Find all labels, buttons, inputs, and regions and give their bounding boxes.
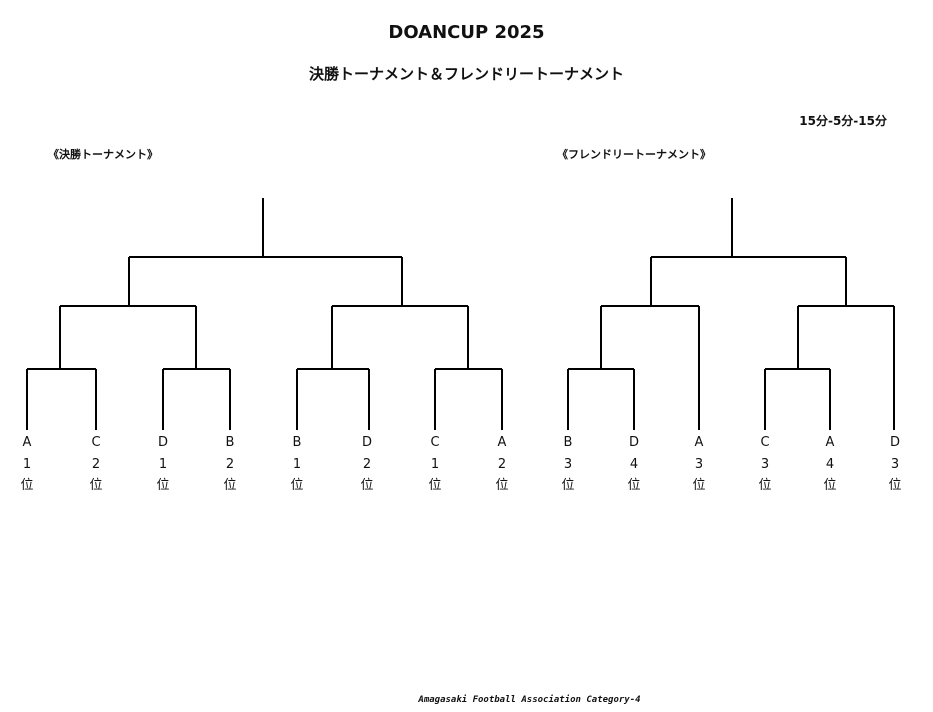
page-title: DOANCUP 2025 [388, 22, 545, 43]
team-rank: 2 [91, 456, 101, 472]
team-slot: A 3 位 [684, 432, 714, 497]
team-group: C [91, 435, 101, 450]
team-slot: D 4 位 [619, 432, 649, 497]
team-slot: D 1 位 [148, 432, 178, 497]
team-rank-suffix: 位 [89, 478, 103, 493]
team-group: B [292, 435, 302, 450]
team-slot: C 3 位 [750, 432, 780, 497]
team-rank: 3 [563, 456, 573, 472]
team-rank-suffix: 位 [561, 478, 575, 493]
team-rank: 1 [22, 456, 32, 472]
team-rank: 3 [694, 456, 704, 472]
team-group: D [157, 435, 168, 450]
friendly-bracket [567, 198, 895, 430]
team-rank-suffix: 位 [823, 478, 837, 493]
team-rank-suffix: 位 [156, 478, 170, 493]
match-format: 15分-5分-15分 [799, 114, 887, 128]
team-slot: A 2 位 [487, 432, 517, 497]
team-group: A [825, 435, 835, 450]
team-rank: 3 [890, 456, 900, 472]
team-slot: A 1 位 [12, 432, 42, 497]
team-slot: C 2 位 [81, 432, 111, 497]
final-bracket [26, 198, 503, 430]
team-group: D [361, 435, 372, 450]
team-group: A [497, 435, 507, 450]
page-subtitle: 決勝トーナメント＆フレンドリートーナメント [308, 65, 624, 83]
team-slot: B 3 位 [553, 432, 583, 497]
team-rank-suffix: 位 [223, 478, 237, 493]
team-slot: C 1 位 [420, 432, 450, 497]
team-rank: 1 [292, 456, 302, 472]
team-slot: D 3 位 [880, 432, 910, 497]
friendly-tournament-label: 《フレンドリートーナメント》 [557, 148, 711, 161]
team-group: A [22, 435, 32, 450]
team-slot: B 1 位 [282, 432, 312, 497]
team-slot: D 2 位 [352, 432, 382, 497]
team-rank-suffix: 位 [692, 478, 706, 493]
team-rank: 2 [362, 456, 372, 472]
team-rank: 4 [825, 456, 835, 472]
team-rank-suffix: 位 [428, 478, 442, 493]
team-rank-suffix: 位 [495, 478, 509, 493]
team-rank-suffix: 位 [20, 478, 34, 493]
team-group: B [563, 435, 573, 450]
team-rank-suffix: 位 [627, 478, 641, 493]
team-rank-suffix: 位 [360, 478, 374, 493]
team-rank: 2 [225, 456, 235, 472]
footer-credit: Amagasaki Football Association Category-… [418, 695, 641, 705]
team-rank-suffix: 位 [290, 478, 304, 493]
team-group: C [760, 435, 770, 450]
team-group: A [694, 435, 704, 450]
team-rank: 1 [430, 456, 440, 472]
team-group: D [889, 435, 900, 450]
team-group: C [430, 435, 440, 450]
team-slot: B 2 位 [215, 432, 245, 497]
team-rank-suffix: 位 [758, 478, 772, 493]
team-rank-suffix: 位 [888, 478, 902, 493]
final-tournament-label: 《決勝トーナメント》 [48, 148, 158, 161]
team-rank: 1 [158, 456, 168, 472]
team-rank: 3 [760, 456, 770, 472]
team-rank: 2 [497, 456, 507, 472]
team-group: D [628, 435, 639, 450]
team-group: B [225, 435, 235, 450]
team-rank: 4 [629, 456, 639, 472]
team-slot: A 4 位 [815, 432, 845, 497]
